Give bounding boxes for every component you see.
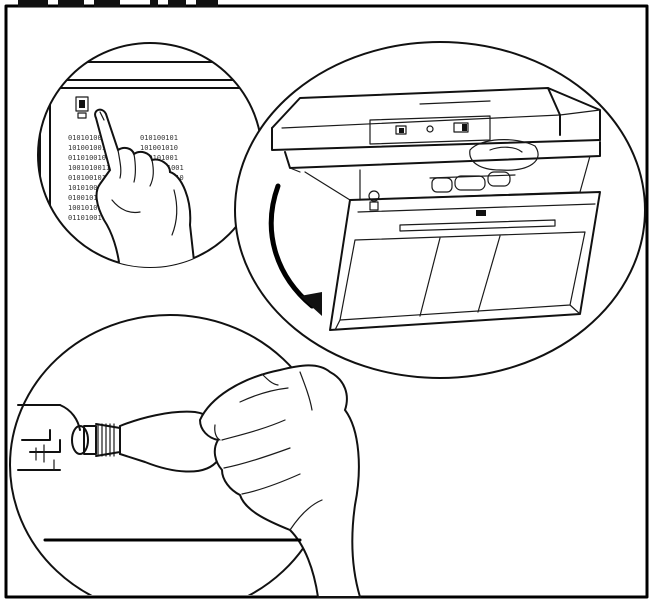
light-bulb-icon (368, 190, 380, 211)
svg-text:0110100101: 0110100101 (68, 154, 110, 162)
curved-arrow-icon (268, 183, 322, 316)
hand-gripping-bulb (198, 364, 362, 598)
svg-text:010101001: 010101001 (140, 154, 178, 162)
svg-text:1010100101: 1010100101 (68, 184, 110, 192)
panel-bulb-replacement (9, 314, 362, 598)
motor-housing (429, 139, 539, 193)
svg-text:010100101: 010100101 (140, 134, 178, 142)
control-knob (426, 125, 434, 133)
heading-fragment (18, 0, 218, 7)
bulb-socket (17, 404, 81, 471)
panel-hand-press-switch: 0101010001 1010010010 0110100101 1001010… (37, 42, 263, 268)
svg-text:101001010: 101001010 (140, 144, 178, 152)
control-switch-left (395, 125, 407, 135)
svg-text:0101010001: 0101010001 (68, 134, 110, 142)
svg-text:0101001010: 0101001010 (68, 174, 110, 182)
control-switch-right (453, 122, 469, 133)
svg-text:0100101001: 0100101001 (68, 194, 110, 202)
svg-text:1001010100: 1001010100 (68, 204, 110, 212)
svg-text:1010010010: 1010010010 (68, 144, 110, 152)
panel-open-hood (234, 41, 646, 379)
hand-illustration (94, 108, 197, 267)
filter-panel (329, 191, 601, 331)
svg-text:1001010011: 1001010011 (68, 164, 110, 172)
svg-text:0110100101: 0110100101 (68, 214, 110, 222)
rocker-switch-icon (75, 96, 89, 119)
